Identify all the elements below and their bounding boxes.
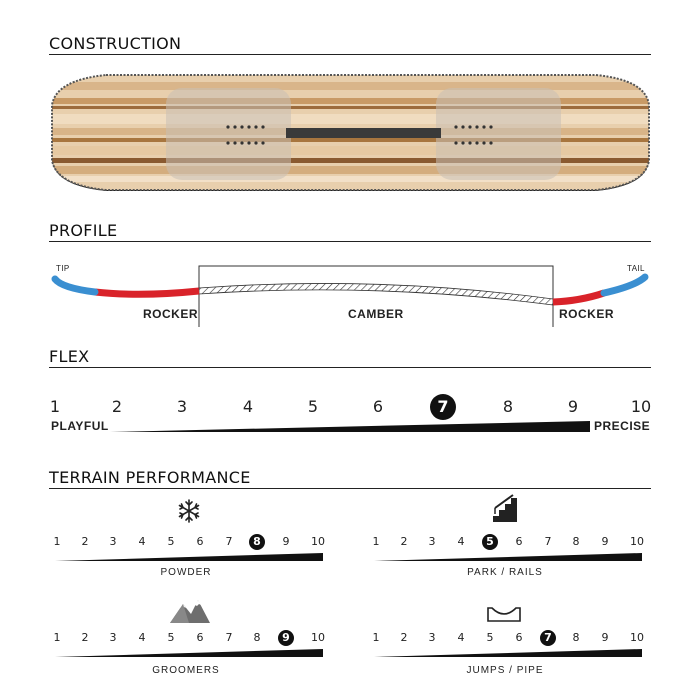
terrain-scale-number: 4 xyxy=(457,631,465,644)
terrain-scale-number: 3 xyxy=(428,535,436,548)
tail-segment xyxy=(600,273,649,297)
terrain-scale-number: 8 xyxy=(572,631,580,644)
terrain-category-label: GROOMERS xyxy=(152,665,220,676)
terrain-scale-number: 1 xyxy=(53,535,61,548)
terrain-scale-number: 9 xyxy=(278,630,294,646)
flex-scale-number: 1 xyxy=(49,397,61,416)
terrain-wedge-bar xyxy=(374,649,642,657)
flex-scale-number: 4 xyxy=(242,397,254,416)
terrain-scale-number: 10 xyxy=(630,631,644,644)
halfpipe-icon xyxy=(487,607,521,622)
flex-scale-number: 2 xyxy=(111,397,123,416)
terrain-scale-number: 10 xyxy=(630,535,644,548)
tip-segment xyxy=(51,275,99,296)
terrain-scale-number: 6 xyxy=(196,631,204,644)
terrain-scale-number: 4 xyxy=(457,535,465,548)
stairs-rail-icon xyxy=(493,494,517,522)
flex-scale-number: 7 xyxy=(430,394,456,420)
snowflake-icon xyxy=(178,499,200,523)
camber-label: CAMBER xyxy=(348,307,404,321)
terrain-scale-number: 7 xyxy=(544,535,552,548)
flex-scale-number: 3 xyxy=(176,397,188,416)
terrain-scale-number: 7 xyxy=(540,630,556,646)
terrain-scale-number: 3 xyxy=(428,631,436,644)
terrain-scale-number: 2 xyxy=(400,631,408,644)
terrain-scale-number: 5 xyxy=(482,534,498,550)
terrain-scale-number: 6 xyxy=(196,535,204,548)
terrain-scale-number: 9 xyxy=(601,535,609,548)
terrain-scale-number: 8 xyxy=(253,631,261,644)
mountain-icon xyxy=(170,600,210,623)
terrain-scale-number: 1 xyxy=(372,535,380,548)
tip-label: TIP xyxy=(56,264,70,273)
terrain-scale-number: 7 xyxy=(225,631,233,644)
terrain-scale-number: 6 xyxy=(515,631,523,644)
terrain-wedge-bar xyxy=(55,553,323,561)
flex-scale-number: 8 xyxy=(502,397,514,416)
construction-title: CONSTRUCTION xyxy=(49,34,182,53)
flex-scale-number: 6 xyxy=(372,397,384,416)
rocker-left-label: ROCKER xyxy=(143,307,199,321)
construction-divider xyxy=(49,54,651,55)
board-profile-diagram xyxy=(51,265,649,327)
terrain-scale-number: 5 xyxy=(486,631,494,644)
terrain-category-label: POWDER xyxy=(160,567,212,578)
terrain-category-label: PARK / RAILS xyxy=(467,567,543,578)
flex-scale-number: 5 xyxy=(307,397,319,416)
terrain-wedge-bar xyxy=(374,553,642,561)
flex-divider xyxy=(49,367,651,368)
terrain-divider xyxy=(49,488,651,489)
terrain-scale-number: 10 xyxy=(311,535,325,548)
terrain-scale-number: 9 xyxy=(601,631,609,644)
terrain-scale-number: 9 xyxy=(282,535,290,548)
terrain-scale-number: 1 xyxy=(372,631,380,644)
terrain-category-label: JUMPS / PIPE xyxy=(466,665,544,676)
profile-divider xyxy=(49,241,651,242)
rocker-left-segment xyxy=(94,287,200,298)
flex-scale-number: 10 xyxy=(630,397,652,416)
terrain-scale-number: 3 xyxy=(109,631,117,644)
profile-title: PROFILE xyxy=(49,221,118,240)
rocker-right-segment xyxy=(552,289,606,306)
terrain-scale-number: 2 xyxy=(81,535,89,548)
terrain-scale-number: 2 xyxy=(81,631,89,644)
terrain-scale-number: 5 xyxy=(167,535,175,548)
flex-title: FLEX xyxy=(49,347,90,366)
terrain-scale-number: 7 xyxy=(225,535,233,548)
terrain-scale-number: 5 xyxy=(167,631,175,644)
flex-precise-label: PRECISE xyxy=(594,419,651,433)
terrain-wedge-bar xyxy=(55,649,323,657)
terrain-scale-number: 10 xyxy=(311,631,325,644)
terrain-scale-number: 4 xyxy=(138,631,146,644)
terrain-scale-number: 6 xyxy=(515,535,523,548)
rocker-right-label: ROCKER xyxy=(559,307,615,321)
terrain-scale-number: 3 xyxy=(109,535,117,548)
terrain-scale-number: 8 xyxy=(249,534,265,550)
terrain-scale-number: 2 xyxy=(400,535,408,548)
terrain-scale-number: 4 xyxy=(138,535,146,548)
snowboard-core-illustration xyxy=(51,74,650,191)
terrain-title: TERRAIN PERFORMANCE xyxy=(49,468,251,487)
flex-wedge-bar xyxy=(110,421,590,432)
terrain-scale-number: 8 xyxy=(572,535,580,548)
tail-label: TAIL xyxy=(627,264,645,273)
flex-scale-number: 9 xyxy=(567,397,579,416)
terrain-scale-number: 1 xyxy=(53,631,61,644)
flex-playful-label: PLAYFUL xyxy=(51,419,109,433)
